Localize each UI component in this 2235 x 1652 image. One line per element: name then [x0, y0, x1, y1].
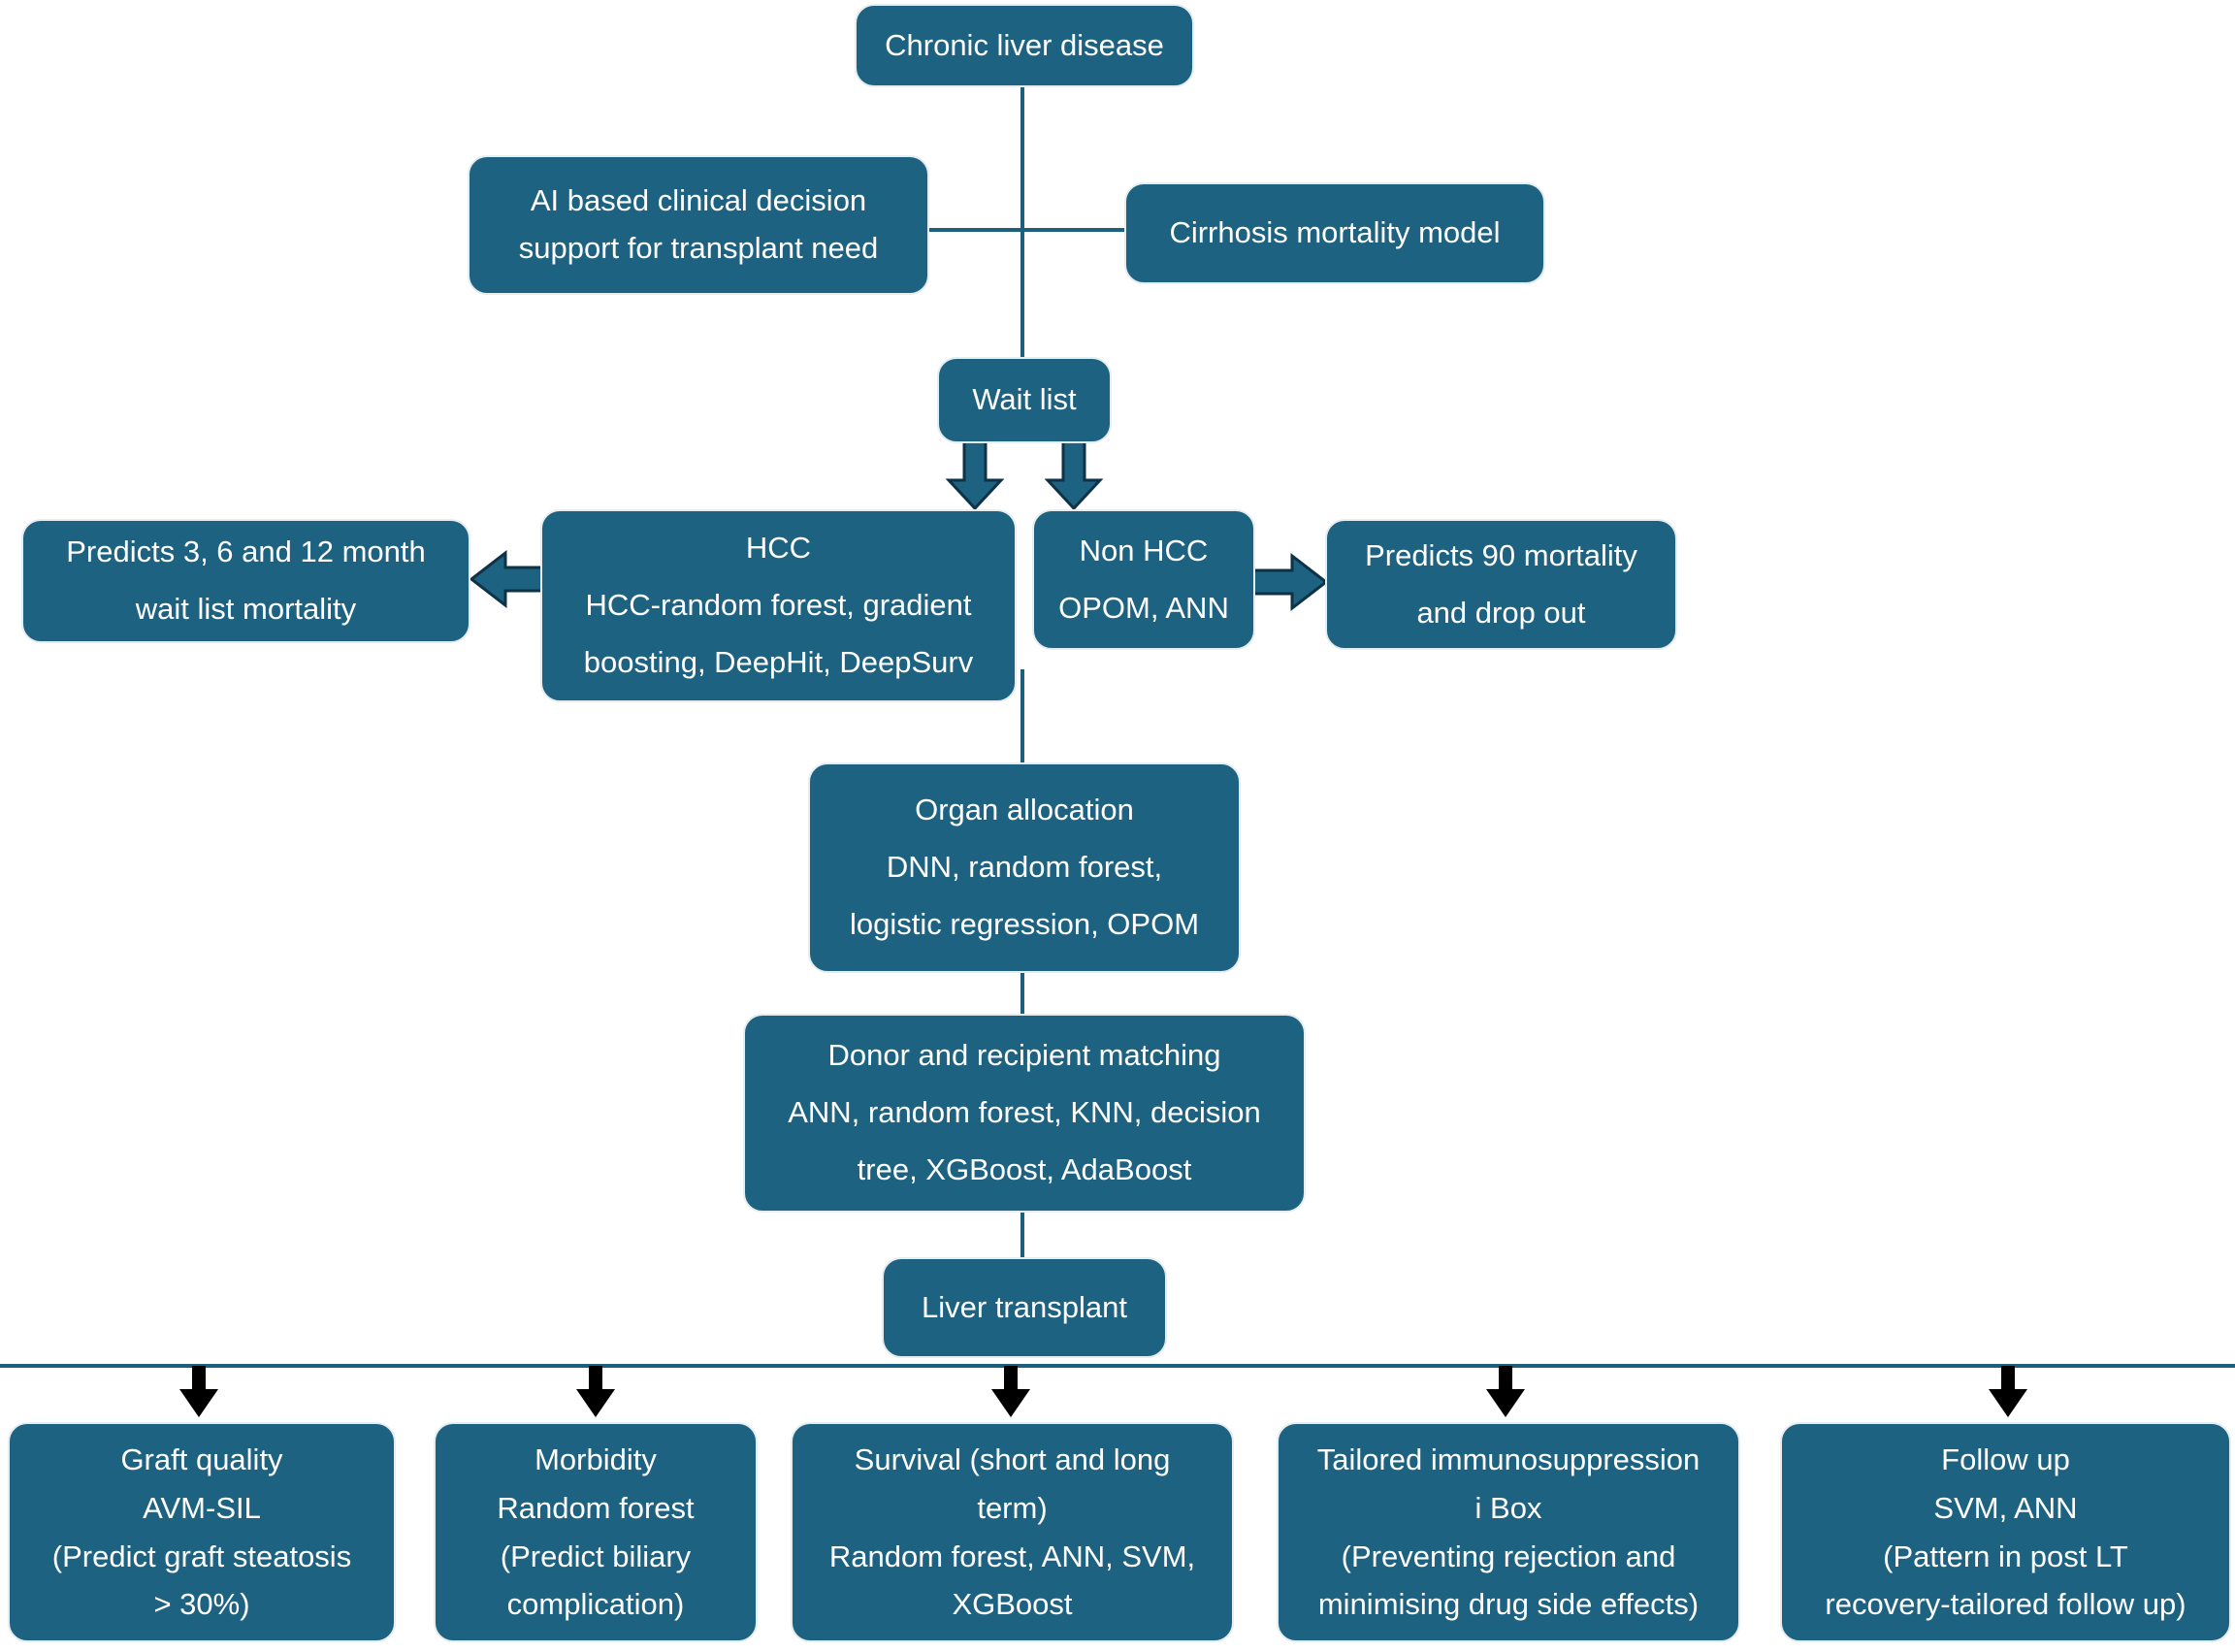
node-follow-up: Follow up SVM, ANN (Pattern in post LT r…	[1780, 1422, 2231, 1642]
block-arrow-waitlist-to-non-hcc	[1044, 439, 1104, 511]
node-predicts-waitlist-mortality: Predicts 3, 6 and 12 month wait list mor…	[21, 519, 470, 643]
down-arrow-morbidity	[576, 1366, 615, 1417]
node-tailored-immunosuppression: Tailored immunosuppression i Box (Preven…	[1277, 1422, 1740, 1642]
block-arrow-waitlist-to-hcc	[945, 439, 1005, 511]
node-non-hcc: Non HCC OPOM, ANN	[1032, 509, 1255, 650]
block-arrow-non-hcc-to-90-mortality	[1251, 552, 1329, 612]
node-liver-transplant: Liver transplant	[882, 1257, 1167, 1358]
down-arrow-graft-quality	[179, 1366, 218, 1417]
node-graft-quality: Graft quality AVM-SIL (Predict graft ste…	[8, 1422, 396, 1642]
node-predicts-90-mortality: Predicts 90 mortality and drop out	[1325, 519, 1677, 650]
node-morbidity: Morbidity Random forest (Predict biliary…	[434, 1422, 758, 1642]
down-arrow-follow-up	[1989, 1366, 2027, 1417]
node-ai-clinical-decision-support: AI based clinical decision support for t…	[468, 155, 929, 295]
down-arrow-immunosuppression	[1486, 1366, 1525, 1417]
node-wait-list: Wait list	[937, 357, 1112, 443]
node-hcc: HCC HCC-random forest, gradient boosting…	[540, 509, 1017, 702]
block-arrow-hcc-to-waitlist-mortality	[469, 549, 544, 609]
node-survival: Survival (short and long term) Random fo…	[791, 1422, 1234, 1642]
down-arrow-survival	[991, 1366, 1030, 1417]
node-organ-allocation: Organ allocation DNN, random forest, log…	[808, 762, 1241, 973]
node-cirrhosis-mortality-model: Cirrhosis mortality model	[1124, 182, 1545, 284]
node-donor-recipient-matching: Donor and recipient matching ANN, random…	[743, 1014, 1306, 1213]
node-chronic-liver-disease: Chronic liver disease	[855, 4, 1194, 87]
